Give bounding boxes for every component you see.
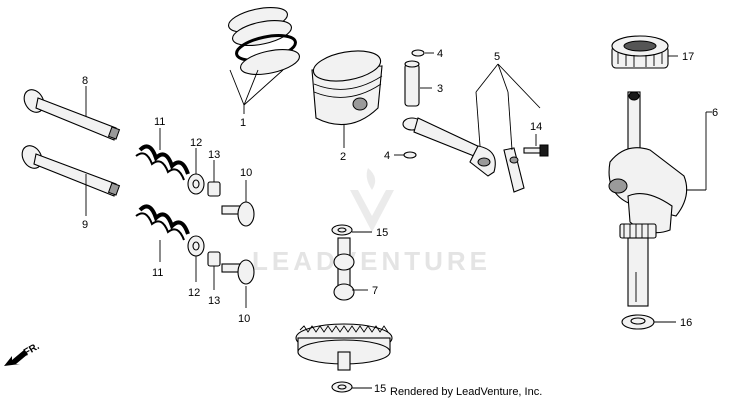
- label-10-upper: 10: [240, 167, 252, 179]
- label-15-lower: 15: [374, 383, 386, 395]
- watermark-text: LEADVENTURE: [252, 246, 491, 276]
- crankshaft-bearing[interactable]: [611, 35, 669, 69]
- label-3: 3: [437, 83, 443, 95]
- piston-rings[interactable]: [226, 3, 301, 79]
- spring-retainer-lower[interactable]: [187, 235, 205, 257]
- label-13-lower: 13: [208, 295, 220, 307]
- credit-text: Rendered by LeadVenture, Inc.: [390, 386, 542, 398]
- pin-clip-lower[interactable]: [403, 151, 417, 159]
- tappet-upper[interactable]: [221, 201, 255, 227]
- rod-bolt[interactable]: [523, 144, 549, 157]
- label-1: 1: [240, 117, 246, 129]
- label-12-lower: 12: [188, 287, 200, 299]
- label-8: 8: [82, 75, 88, 87]
- label-12-upper: 12: [190, 137, 202, 149]
- label-4-lower: 4: [384, 150, 390, 162]
- label-16: 16: [680, 317, 692, 329]
- label-11-upper: 11: [154, 116, 165, 128]
- valve-cap-upper[interactable]: [207, 181, 221, 197]
- label-10-lower: 10: [238, 313, 250, 325]
- tappet-lower[interactable]: [221, 259, 255, 285]
- valve-spring-lower[interactable]: [135, 204, 190, 241]
- label-11-lower: 11: [152, 267, 163, 279]
- label-14: 14: [530, 121, 542, 133]
- label-5: 5: [494, 51, 500, 63]
- crankshaft[interactable]: [608, 91, 688, 307]
- label-9: 9: [82, 219, 88, 231]
- camshaft-washer-upper[interactable]: [331, 224, 353, 236]
- piston-pin[interactable]: [404, 60, 420, 107]
- label-2: 2: [340, 151, 346, 163]
- exhaust-valve[interactable]: [18, 142, 121, 197]
- pin-clip-upper[interactable]: [411, 49, 425, 57]
- intake-valve[interactable]: [20, 86, 121, 141]
- valve-spring-upper[interactable]: [135, 144, 190, 181]
- piston[interactable]: [311, 46, 383, 125]
- watermark-logo: [350, 168, 394, 232]
- direction-label: FR.: [22, 341, 42, 359]
- label-17: 17: [682, 51, 694, 63]
- connecting-rod[interactable]: [402, 117, 525, 193]
- camshaft-washer-lower[interactable]: [331, 381, 353, 393]
- label-4-upper: 4: [437, 48, 443, 60]
- label-6: 6: [712, 107, 718, 119]
- label-15-upper: 15: [376, 227, 388, 239]
- front-direction-arrow-icon: [4, 350, 28, 366]
- label-13-upper: 13: [208, 149, 220, 161]
- crankshaft-washer[interactable]: [621, 314, 655, 330]
- camshaft[interactable]: [295, 237, 393, 371]
- valve-cap-lower[interactable]: [207, 251, 221, 267]
- spring-retainer-upper[interactable]: [187, 173, 205, 195]
- label-7: 7: [372, 285, 378, 297]
